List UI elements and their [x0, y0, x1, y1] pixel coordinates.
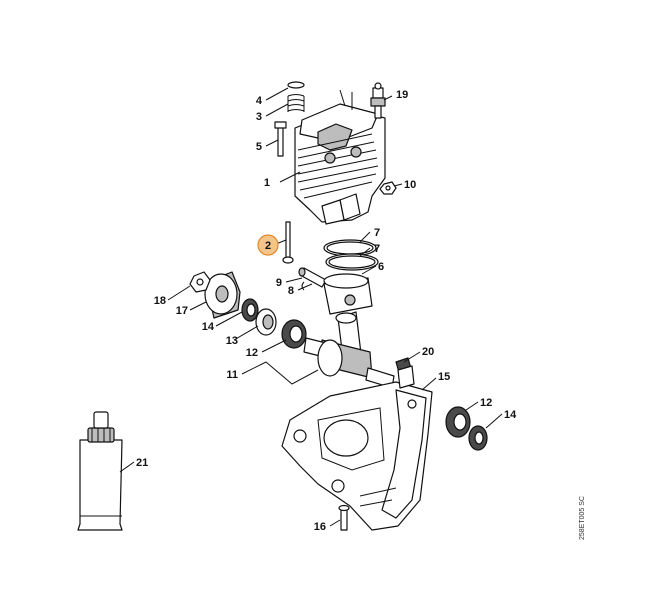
crankcase [281, 381, 433, 531]
gear [255, 308, 277, 336]
highlight-marker [257, 234, 279, 256]
decompression-pin [282, 221, 294, 264]
callout-4: 4 [256, 95, 263, 107]
valve-spring [287, 81, 305, 112]
cap [395, 357, 415, 389]
callout-12b: 12 [480, 397, 492, 409]
spark-plug [370, 82, 386, 119]
stud-bolt [274, 121, 287, 157]
callout-6: 6 [378, 261, 384, 273]
callout-1: 1 [264, 177, 270, 189]
callout-20: 20 [422, 346, 434, 358]
callout-13: 13 [226, 335, 238, 347]
callout-19: 19 [396, 89, 408, 101]
callout-7a: 7 [374, 227, 380, 239]
callout-8: 8 [288, 285, 294, 297]
callout-7b: 7 [374, 243, 380, 255]
callout-16: 16 [314, 521, 326, 533]
bearing-right [445, 406, 471, 438]
piston [323, 273, 373, 315]
callout-10: 10 [404, 179, 416, 191]
callout-11: 11 [226, 369, 238, 381]
nut [379, 181, 397, 195]
callout-9: 9 [276, 277, 282, 289]
callout-14a: 14 [202, 321, 215, 333]
piston-pin [298, 267, 327, 291]
callout-2: 2 [265, 240, 271, 252]
callout-14b: 14 [504, 409, 517, 421]
screw [338, 504, 350, 531]
piston-rings [323, 239, 379, 271]
leader-lines [119, 87, 503, 527]
grease-tube [77, 411, 123, 531]
flywheel [204, 271, 241, 319]
oil-seal-left [241, 298, 259, 322]
bearing-left [281, 319, 307, 349]
drawing-code: 258ET005 SC [579, 496, 586, 540]
callout-5: 5 [256, 141, 262, 153]
callout-18: 18 [154, 295, 166, 307]
oil-seal-right [468, 425, 488, 451]
flywheel-nut [189, 271, 211, 293]
callout-3: 3 [256, 111, 262, 123]
cylinder [294, 89, 386, 225]
callout-15: 15 [438, 371, 450, 383]
crankshaft [303, 311, 395, 389]
callout-labels: 1 2 3 4 5 6 7 7 8 9 10 11 12 12 13 14 14… [136, 89, 517, 533]
callout-17: 17 [176, 305, 188, 317]
callout-21: 21 [136, 457, 148, 469]
callout-12a: 12 [246, 347, 258, 359]
